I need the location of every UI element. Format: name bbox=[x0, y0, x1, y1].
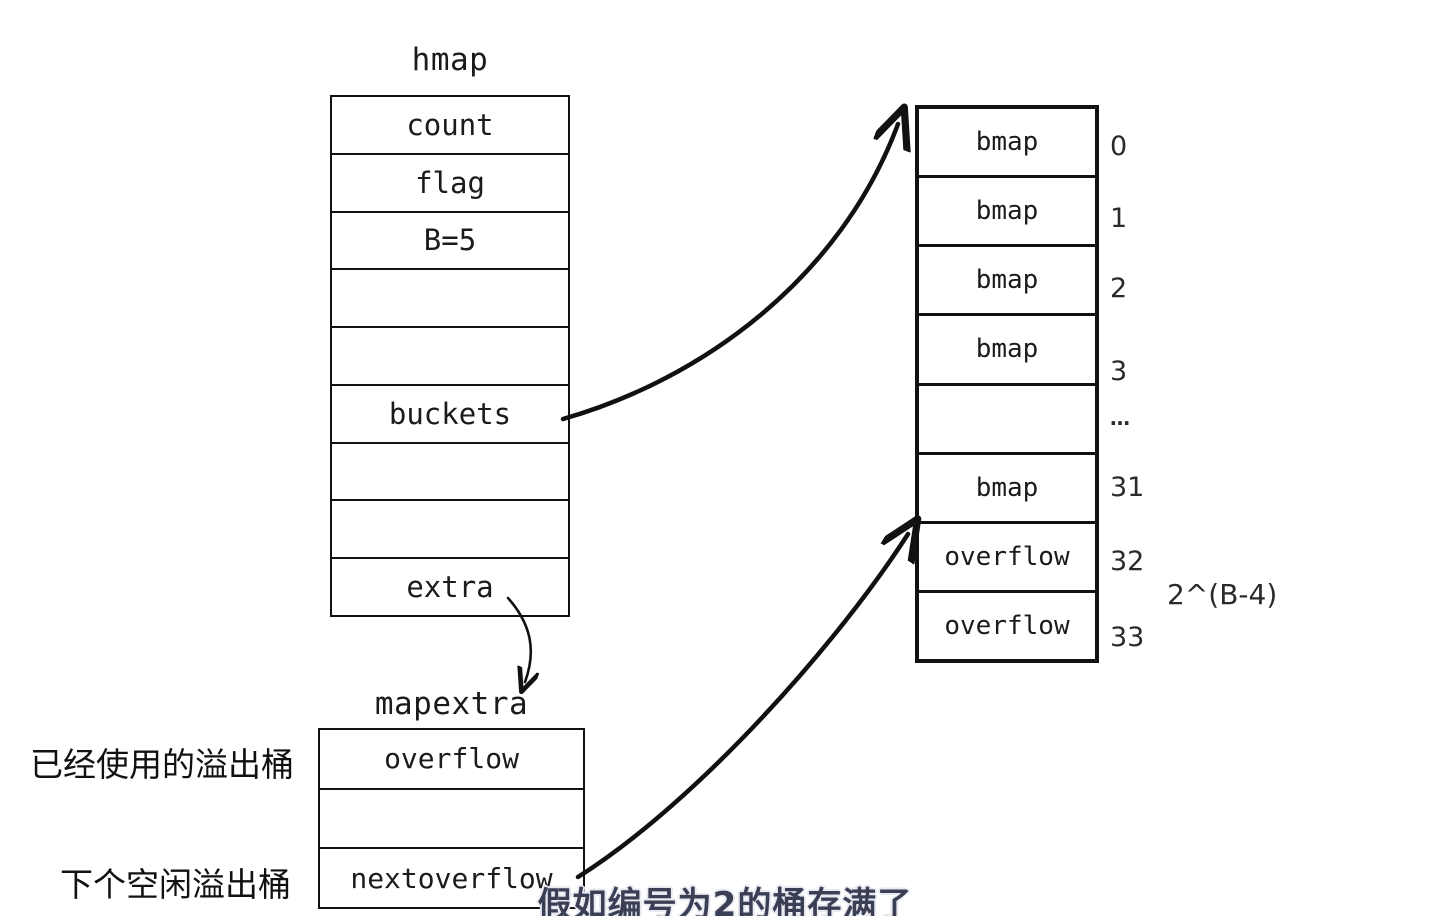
bmap-row-2: bmap bbox=[919, 247, 1095, 317]
annotation-next-free-overflow-bucket: 下个空闲溢出桶 bbox=[60, 865, 291, 904]
bmap-row-3: bmap bbox=[919, 316, 1095, 386]
bmap-array-box: bmap bmap bmap bmap bmap overflow overfl… bbox=[915, 105, 1099, 663]
bmap-index-1: 1 bbox=[1110, 203, 1128, 234]
bmap-row-1: bmap bbox=[919, 178, 1095, 248]
hmap-field-blank-3 bbox=[332, 444, 568, 502]
bmap-index-0: 0 bbox=[1110, 131, 1128, 162]
bmap-index-2: 2 bbox=[1110, 273, 1128, 304]
hmap-field-buckets: buckets bbox=[332, 386, 568, 444]
bmap-row-32-overflow: overflow bbox=[919, 524, 1095, 593]
hmap-field-flag: flag bbox=[332, 155, 568, 213]
bmap-row-ellipsis bbox=[919, 386, 1095, 455]
hmap-field-b: B=5 bbox=[332, 213, 568, 271]
bmap-size-formula-label: 2^(B-4) bbox=[1167, 578, 1278, 611]
hmap-field-blank-4 bbox=[332, 501, 568, 560]
bmap-index-31: 31 bbox=[1110, 472, 1145, 503]
bmap-row-31: bmap bbox=[919, 455, 1095, 524]
bmap-index-ellipsis: … bbox=[1110, 406, 1131, 430]
bmap-index-3: 3 bbox=[1110, 356, 1128, 387]
video-subtitle: 假如编号为2的桶存满了 bbox=[537, 885, 913, 916]
arrow-nextoverflow-to-bmap-32 bbox=[575, 534, 908, 880]
arrow-buckets-to-bmap-array bbox=[560, 124, 898, 422]
bmap-index-33: 33 bbox=[1110, 622, 1145, 653]
hmap-field-blank-1 bbox=[332, 270, 568, 329]
hmap-field-extra: extra bbox=[406, 570, 494, 605]
mapextra-field-overflow: overflow bbox=[320, 730, 583, 790]
hmap-title: hmap bbox=[411, 42, 489, 78]
mapextra-field-blank bbox=[320, 790, 583, 850]
bmap-row-33-overflow: overflow bbox=[944, 610, 1070, 641]
hmap-field-count: count bbox=[332, 97, 568, 155]
mapextra-struct-box: overflow nextoverflow bbox=[318, 728, 585, 909]
mapextra-field-nextoverflow: nextoverflow bbox=[350, 861, 553, 895]
hmap-field-blank-2 bbox=[332, 328, 568, 386]
annotation-used-overflow-buckets: 已经使用的溢出桶 bbox=[30, 745, 294, 784]
mapextra-title: mapextra bbox=[374, 686, 529, 722]
bmap-index-32: 32 bbox=[1110, 546, 1145, 577]
bmap-row-0: bmap bbox=[919, 109, 1095, 179]
hmap-struct-box: count flag B=5 buckets extra bbox=[330, 95, 570, 617]
